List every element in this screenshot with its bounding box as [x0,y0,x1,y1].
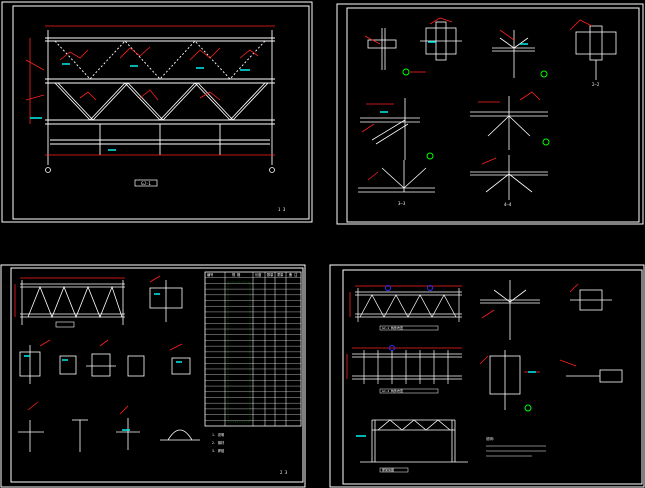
grid-bubble [45,167,51,173]
truss-elevation [45,30,275,165]
title-box [379,325,439,331]
node-detail [470,96,548,150]
title-box [379,467,409,473]
sheet-1-cyan-marks [30,63,250,151]
sheet-1-outer-border [1,1,313,223]
sheet-3-dimensions [14,275,183,415]
title-box-text: GJ-1 [141,181,151,186]
table-header-cell: 数量 [267,272,274,277]
sheet-number: 1 3 [278,207,286,212]
section-mark: 4—4 [504,202,512,207]
note-line: 2. 钢材 [212,440,225,445]
node-detail [470,155,548,200]
node-detail [480,280,623,410]
node-detail [492,30,535,78]
node-detail [360,98,420,160]
plan-layout-2 [352,350,462,384]
table-header-cell: 备 注 [289,272,298,277]
notes-lines [486,445,546,457]
table-header-cell: 规 格 [232,272,241,277]
node-detail [358,160,435,193]
sheet-3-inner-border [10,267,304,483]
frame-title: 屋架简图 [382,467,394,472]
plan-title: GJ-1 构件布置 [382,325,403,330]
sheet-number: 2 3 [280,470,288,475]
detail-markers [402,68,550,160]
note-line: 1. 说明 [212,432,224,437]
sheet-1-dimensions [25,25,275,156]
title-box [379,388,439,394]
title-box [134,179,158,187]
detail-markers [380,41,528,113]
section-mark: 2—2 [592,82,600,87]
notes: 1. 说明 2. 钢材 3. 焊缝 [212,432,225,453]
table-header-cell: 重量 [277,272,284,277]
section-mark: 3—3 [398,201,406,206]
sheet-4[interactable]: GJ-1 构件布置 GJ-2 构件布置 屋架简图 说明: [329,264,645,488]
sheet-4-inner-border [342,269,643,485]
note-heading: 说明: [486,436,495,441]
sheet-4-dimensions [346,283,579,379]
table-header-cell: 编号 [207,272,213,277]
node-detail [18,280,200,452]
node-detail [367,28,397,70]
sheet-3-outer-border [0,264,306,488]
title-box [55,321,75,328]
node-detail [575,25,617,80]
sheet-2-outer-border [336,3,644,225]
sheet-2-dimensions [361,17,593,181]
table-header-cell: 长度 [255,272,262,277]
detail-markers [356,285,536,437]
detail-markers [24,293,182,431]
sheet-3[interactable]: 编号 规 格 长度数量重量备 注 1. 说明 2. 钢材 3. 焊缝 2 3 [0,264,306,488]
sheet-1-inner-border [12,5,310,220]
sheet-4-outer-border [329,264,645,488]
sheet-2-inner-border [346,7,640,223]
node-detail [420,21,462,61]
note-line: 3. 焊缝 [212,448,225,453]
sheet-1[interactable]: GJ-1 1 3 [1,1,313,223]
sheet-2[interactable]: 3—3 4—4 2—2 [336,3,644,225]
plan-title: GJ-2 构件布置 [382,388,403,393]
plan-layout-1 [355,288,462,322]
portal-frame [360,419,468,463]
material-table: 编号 规 格 长度数量重量备 注 [204,271,302,427]
grid-bubble [269,167,275,173]
truss-elevation-small [20,280,125,325]
